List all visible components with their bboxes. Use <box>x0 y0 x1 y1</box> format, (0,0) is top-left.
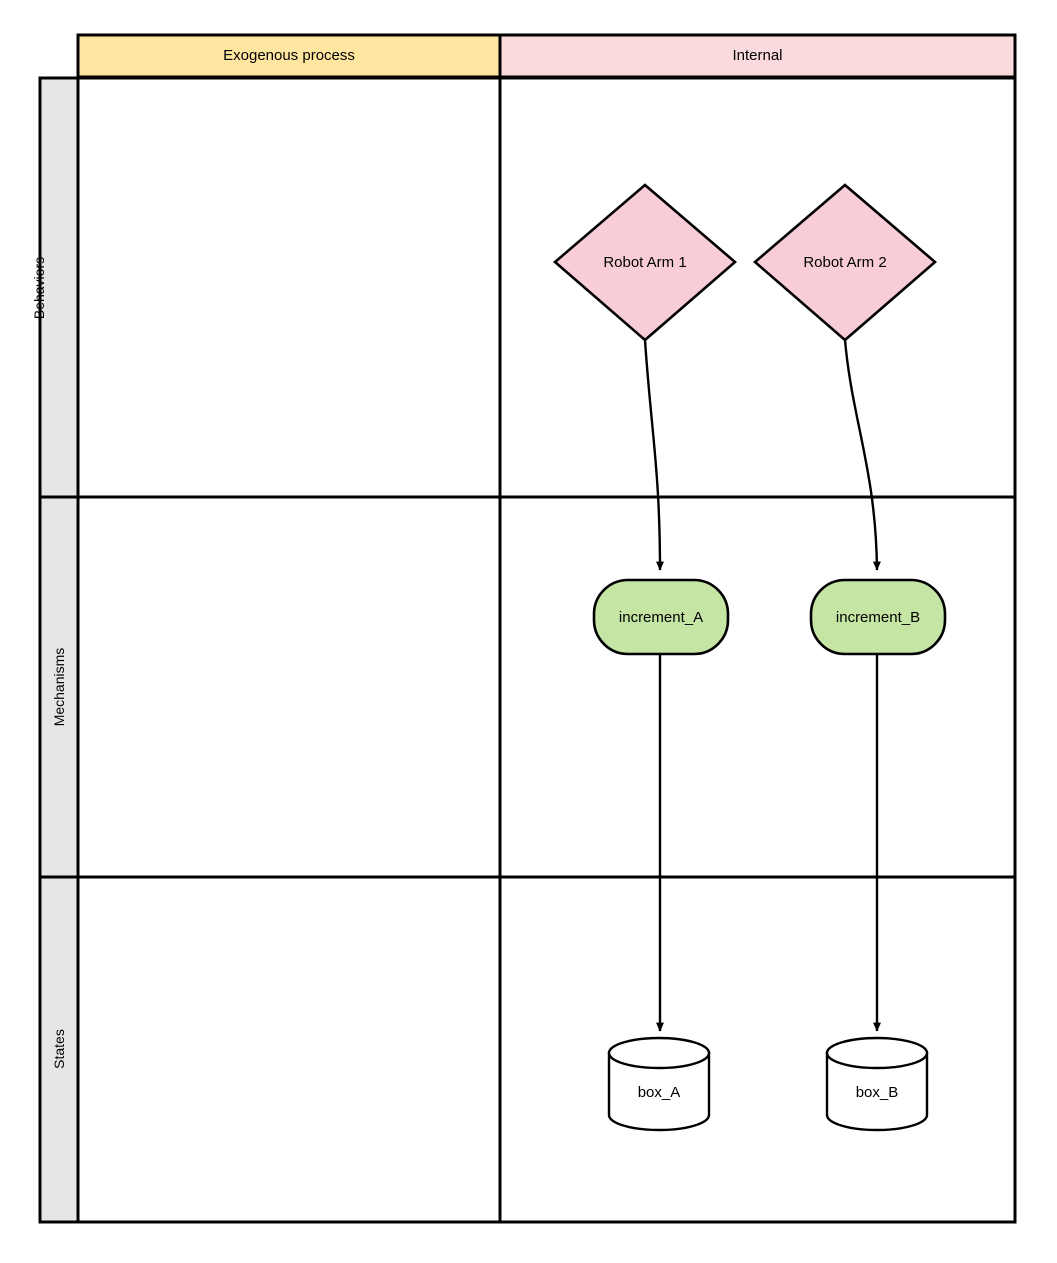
cell-states-internal <box>498 875 1017 1224</box>
row-header-states <box>38 875 80 1224</box>
edge-robot-arm-1-to-increment-a <box>643 339 664 571</box>
node-robot-arm-1[interactable] <box>553 183 737 342</box>
edge-layer <box>643 339 881 1032</box>
cell-behaviors-internal <box>498 76 1017 499</box>
row-header-label-mechanisms: Mechanisms <box>51 647 67 727</box>
cell-behaviors-exogenous <box>76 76 502 499</box>
cell-mechanisms-internal <box>498 495 1017 879</box>
edge-robot-arm-2-to-increment-b <box>843 339 881 571</box>
column-header-label-internal: Internal <box>732 47 783 64</box>
node-increment-a[interactable] <box>592 578 730 656</box>
lane-grid <box>38 33 1017 1224</box>
node-box-a[interactable] <box>607 1036 711 1132</box>
node-increment-b[interactable] <box>809 578 947 656</box>
row-header-label-behaviors: Behaviors <box>31 256 47 320</box>
node-robot-arm-2[interactable] <box>753 183 937 342</box>
column-header-label-exogenous-process: Exogenous process <box>223 47 355 64</box>
row-header-label-states: States <box>51 1029 67 1069</box>
node-box-b[interactable] <box>825 1036 929 1132</box>
cell-states-exogenous <box>76 875 502 1224</box>
node-layer <box>553 183 947 1132</box>
cell-mechanisms-exogenous <box>76 495 502 879</box>
